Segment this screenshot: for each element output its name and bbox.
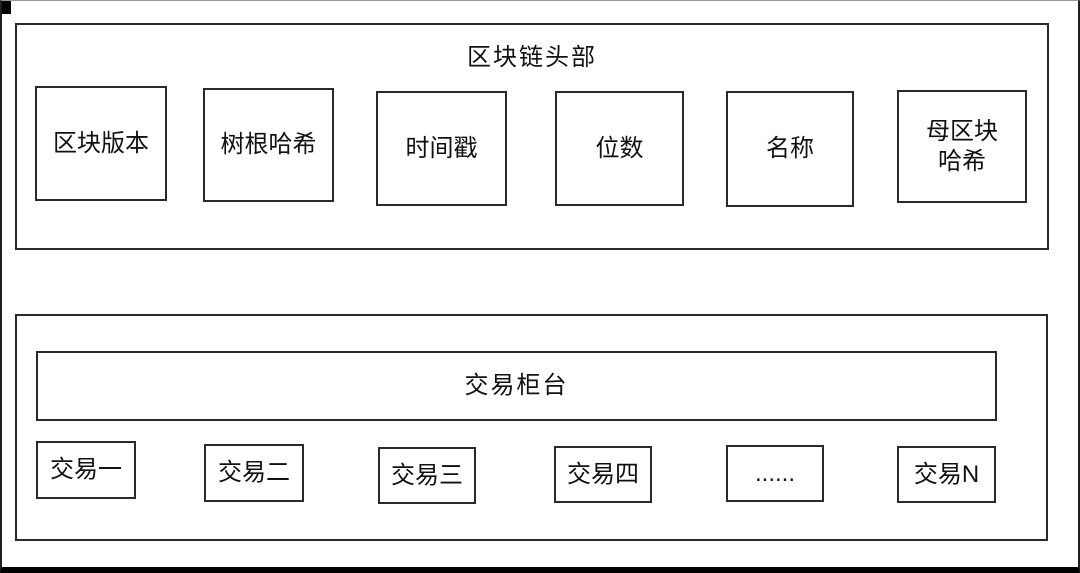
header-field-box-root-hash: 树根哈希	[203, 88, 334, 202]
transaction-counter-label: 交易柜台	[464, 372, 569, 399]
block-header-title: 区块链头部	[467, 44, 597, 71]
transaction-label: ......	[754, 459, 795, 487]
header-field-box-name: 名称	[726, 91, 854, 207]
transaction-label: 交易三	[391, 461, 463, 489]
transaction-label: 交易四	[567, 460, 639, 488]
header-field-label: 时间戳	[405, 134, 478, 162]
header-field-label: 位数	[595, 134, 644, 162]
corner-mark	[2, 1, 11, 14]
transaction-box-4: 交易四	[554, 446, 652, 503]
header-field-box-bits: 位数	[555, 91, 684, 206]
block-header-section: 区块链头部 区块版本 树根哈希 时间戳 位数 名称 母区块哈希	[15, 23, 1049, 250]
header-field-label: 树根哈希	[220, 131, 317, 158]
transaction-label: 交易一	[50, 456, 122, 483]
header-field-box-timestamp: 时间戳	[376, 91, 507, 206]
header-field-label: 母区块哈希	[926, 117, 998, 175]
transaction-box-2: 交易二	[204, 444, 304, 502]
header-field-box-block-version: 区块版本	[35, 86, 167, 201]
header-field-label: 区块版本	[53, 129, 149, 157]
transaction-box-n: 交易N	[897, 446, 996, 503]
transaction-box-ellipsis: ......	[726, 445, 824, 502]
header-field-box-parent-block-hash: 母区块哈希	[897, 90, 1027, 203]
transaction-section: 交易柜台 交易一 交易二 交易三 交易四 ...... 交易N	[15, 314, 1048, 541]
transaction-box-3: 交易三	[378, 447, 476, 504]
transaction-counter-banner: 交易柜台	[36, 351, 997, 421]
header-field-label: 名称	[766, 135, 814, 162]
transaction-box-1: 交易一	[36, 441, 136, 499]
transaction-label: 交易二	[218, 459, 290, 486]
transaction-label: 交易N	[913, 460, 980, 488]
